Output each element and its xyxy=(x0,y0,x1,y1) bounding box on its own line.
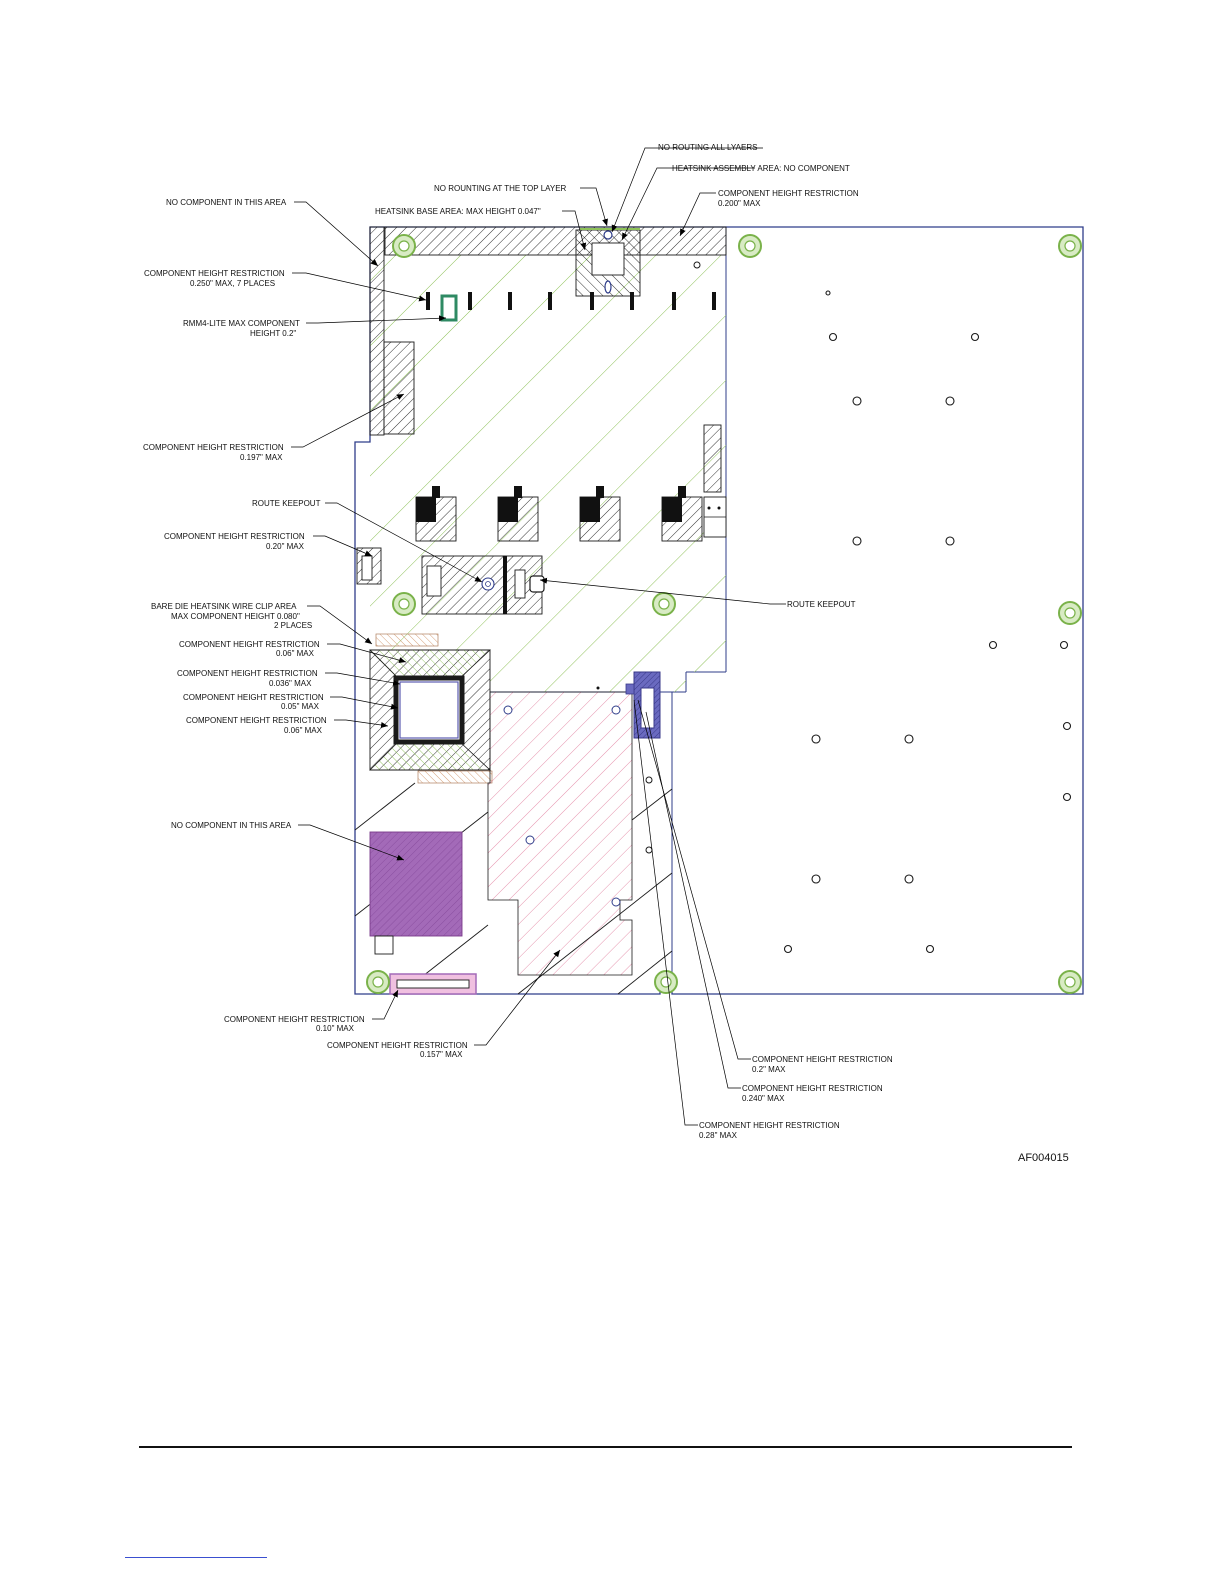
rmm4-lite-component xyxy=(440,294,458,322)
label-height-010-line1: COMPONENT HEIGHT RESTRICTION xyxy=(224,1015,365,1024)
mounting-holes xyxy=(366,234,1082,994)
label-no-component-top: NO COMPONENT IN THIS AREA xyxy=(166,198,287,207)
label-height-0240-line2: 0.240" MAX xyxy=(742,1094,785,1103)
label-height-0250-line1: COMPONENT HEIGHT RESTRICTION xyxy=(144,269,285,278)
label-height-005-line1: COMPONENT HEIGHT RESTRICTION xyxy=(183,693,324,702)
label-height-006a-line2: 0.06" MAX xyxy=(276,649,315,658)
label-height-006b-line1: COMPONENT HEIGHT RESTRICTION xyxy=(186,716,327,725)
label-rmm4-line2: HEIGHT 0.2" xyxy=(250,329,296,338)
peach-strip-top xyxy=(375,633,439,647)
label-height-006b-line2: 0.06" MAX xyxy=(284,726,323,735)
label-height-006a-line1: COMPONENT HEIGHT RESTRICTION xyxy=(179,640,320,649)
label-height-028-line1: COMPONENT HEIGHT RESTRICTION xyxy=(699,1121,840,1130)
label-no-component-bottom: NO COMPONENT IN THIS AREA xyxy=(171,821,292,830)
label-height-0200-line1: COMPONENT HEIGHT RESTRICTION xyxy=(718,189,859,198)
footer-rule xyxy=(139,1446,1072,1448)
label-height-0197-line2: 0.197" MAX xyxy=(240,453,283,462)
height-0197-block xyxy=(383,341,415,435)
heatsink-via-bottom xyxy=(604,280,612,294)
label-route-keepout-left: ROUTE KEEPOUT xyxy=(252,499,321,508)
height-0250-components xyxy=(426,292,716,310)
label-heatsink-base-area: HEATSINK BASE AREA: MAX HEIGHT 0.047" xyxy=(375,207,541,216)
top-hatch-band xyxy=(384,226,727,256)
label-height-005-line2: 0.05" MAX xyxy=(281,702,320,711)
label-height-0240-line1: COMPONENT HEIGHT RESTRICTION xyxy=(742,1084,883,1093)
label-height-0036-line1: COMPONENT HEIGHT RESTRICTION xyxy=(177,669,318,678)
label-height-0157-line2: 0.157" MAX xyxy=(420,1050,463,1059)
label-route-keepout-right: ROUTE KEEPOUT xyxy=(787,600,856,609)
label-height-0157-line1: COMPONENT HEIGHT RESTRICTION xyxy=(327,1041,468,1050)
label-height-0250-line2: 0.250" MAX, 7 PLACES xyxy=(190,279,275,288)
leader-lines xyxy=(291,147,786,1126)
left-edge-strip xyxy=(369,226,385,436)
annotation-labels: NO ROUTING ALL LYAERS HEATSINK ASSEMBLY … xyxy=(143,143,1069,1164)
label-height-020-line1: COMPONENT HEIGHT RESTRICTION xyxy=(164,532,305,541)
label-height-010-line2: 0.10" MAX xyxy=(316,1024,355,1033)
label-no-routing-top-layer: NO ROUNTING AT THE TOP LAYER xyxy=(434,184,567,193)
label-heatsink-assembly-area: HEATSINK ASSEMBLY AREA: NO COMPONENT xyxy=(672,164,850,173)
heatsink-base-area xyxy=(591,242,625,276)
label-bare-die-line1: BARE DIE HEATSINK WIRE CLIP AREA xyxy=(151,602,297,611)
label-no-routing-all-layers: NO ROUTING ALL LYAERS xyxy=(658,143,757,152)
clip-blocks xyxy=(415,486,703,542)
label-height-02-line1: COMPONENT HEIGHT RESTRICTION xyxy=(752,1055,893,1064)
green-hatch-region xyxy=(370,255,726,692)
peach-strip-bottom xyxy=(417,770,493,784)
open-holes xyxy=(783,290,1072,954)
footer-link-underline xyxy=(125,1557,267,1558)
lower-vias xyxy=(645,261,701,854)
right-edge-strip xyxy=(703,424,722,493)
label-height-020-line2: 0.20" MAX xyxy=(266,542,305,551)
label-height-0197-line1: COMPONENT HEIGHT RESTRICTION xyxy=(143,443,284,452)
label-rmm4-line1: RMM4-LITE MAX COMPONENT xyxy=(183,319,300,328)
purple-no-component xyxy=(369,831,463,937)
label-height-028-line2: 0.28" MAX xyxy=(699,1131,738,1140)
label-height-0036-line2: 0.036" MAX xyxy=(269,679,312,688)
pink-keepout-region xyxy=(487,691,633,976)
heatsink-via-top xyxy=(603,230,613,240)
figure-id: AF004015 xyxy=(1018,1152,1069,1164)
label-height-0200-line2: 0.200" MAX xyxy=(718,199,761,208)
label-bare-die-line3: 2 PLACES xyxy=(274,621,312,630)
label-bare-die-line2: MAX COMPONENT HEIGHT 0.080" xyxy=(171,612,300,621)
label-height-02-line2: 0.2" MAX xyxy=(752,1065,786,1074)
